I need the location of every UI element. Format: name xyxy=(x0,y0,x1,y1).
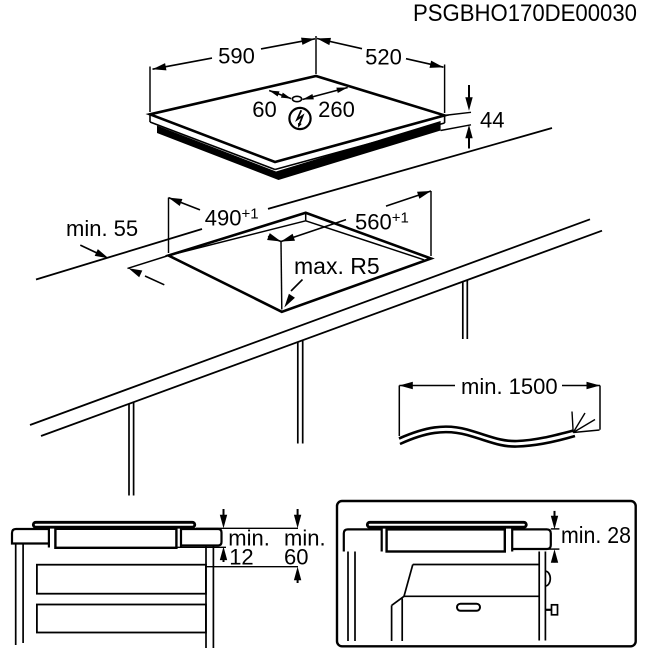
svg-text:min.: min. xyxy=(228,526,270,551)
svg-text:60: 60 xyxy=(252,97,276,122)
svg-text:min.: min. xyxy=(284,526,326,551)
svg-text:520: 520 xyxy=(365,45,402,70)
svg-text:min. 1500: min. 1500 xyxy=(461,374,558,399)
svg-text:min. 28: min. 28 xyxy=(561,522,631,548)
svg-text:12: 12 xyxy=(229,545,253,570)
svg-text:44: 44 xyxy=(480,108,504,133)
svg-text:max. R5: max. R5 xyxy=(294,253,380,279)
svg-text:60: 60 xyxy=(284,545,308,570)
svg-text:PSGBHO170DE00030: PSGBHO170DE00030 xyxy=(413,0,637,27)
svg-text:min. 55: min. 55 xyxy=(66,216,138,241)
svg-text:590: 590 xyxy=(218,44,255,69)
svg-text:260: 260 xyxy=(318,97,355,122)
